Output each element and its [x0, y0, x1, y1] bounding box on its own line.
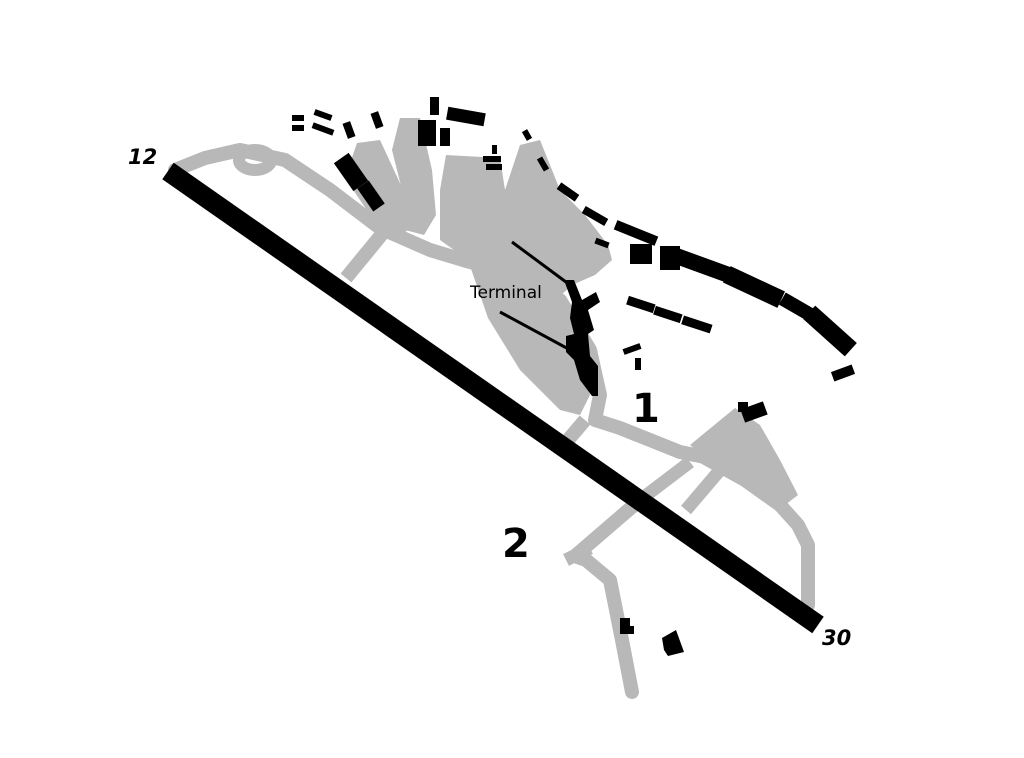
building — [653, 305, 683, 324]
building — [430, 97, 439, 115]
cross-taxiway-a — [636, 456, 694, 506]
building — [418, 120, 436, 146]
hangar — [333, 152, 369, 192]
building — [778, 292, 816, 322]
building — [740, 401, 768, 423]
holding-loop — [233, 144, 277, 176]
jet-bridge — [499, 310, 575, 354]
south-taxiway — [568, 493, 647, 699]
building — [660, 246, 680, 270]
building — [483, 156, 501, 162]
building — [673, 248, 735, 284]
jet-bridges — [499, 240, 575, 354]
area-2-label: 2 — [502, 521, 530, 567]
building — [311, 122, 335, 136]
building — [662, 630, 684, 656]
terminal-building — [564, 280, 600, 396]
building — [830, 364, 856, 382]
building — [681, 315, 713, 334]
hangar — [357, 180, 385, 212]
building — [620, 618, 630, 634]
building — [292, 125, 304, 131]
building — [723, 266, 785, 308]
building — [738, 402, 748, 412]
area-1-label: 1 — [632, 386, 660, 432]
north-apron-strip — [392, 118, 436, 235]
cross-taxiway-b — [681, 465, 725, 515]
runway — [162, 162, 824, 634]
building — [536, 156, 550, 172]
building — [626, 295, 656, 314]
building — [440, 128, 450, 146]
building — [370, 111, 384, 129]
east-apron — [690, 408, 798, 505]
building — [446, 106, 486, 127]
building — [342, 121, 356, 139]
building — [556, 182, 580, 202]
east-taxiway — [693, 448, 815, 612]
building — [630, 244, 652, 264]
building — [803, 305, 857, 357]
building — [635, 358, 641, 370]
terminal-label: Terminal — [469, 283, 542, 303]
building — [594, 237, 610, 249]
building — [581, 206, 609, 226]
building — [313, 109, 333, 121]
runway-end-12-label: 12 — [128, 145, 157, 169]
building — [521, 129, 533, 141]
building — [613, 220, 659, 246]
runway-12-30 — [162, 162, 824, 634]
jet-bridge — [511, 240, 567, 284]
connector-taxiway-a — [340, 229, 388, 283]
south-taxiway-stub — [563, 542, 593, 566]
hangar-apron — [345, 140, 418, 236]
building — [292, 115, 304, 121]
runway-end-30-label: 30 — [822, 626, 851, 650]
buildings — [292, 97, 857, 656]
building — [626, 626, 634, 634]
building — [492, 145, 497, 154]
building — [486, 164, 502, 170]
connector-taxiway-b — [562, 415, 591, 445]
building — [622, 343, 642, 355]
